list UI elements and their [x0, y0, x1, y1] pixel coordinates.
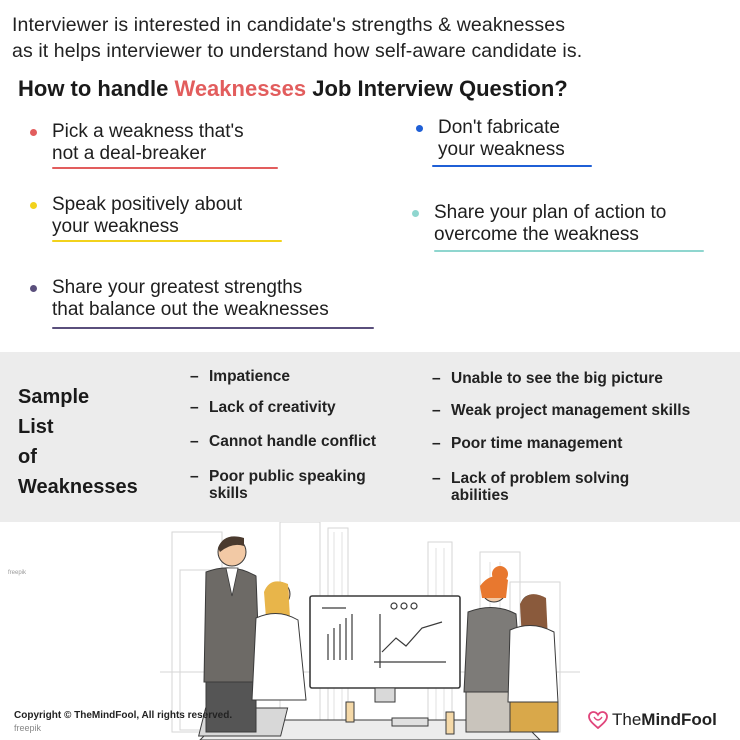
intro-text: Interviewer is interested in candidate's… — [12, 12, 732, 64]
bullet-dot — [412, 210, 419, 217]
weakness-text: Poor public speaking — [209, 468, 366, 485]
title-prefix: How to handle — [18, 76, 175, 101]
weakness-item: – Poor time management — [432, 435, 623, 452]
tip-line-1: Pick a weakness that's — [52, 121, 244, 142]
weakness-text-cont: skills — [209, 485, 248, 502]
sample-title-line: List — [18, 416, 54, 438]
weakness-item: – Poor public speaking skills — [190, 468, 366, 502]
tip-underline — [52, 327, 374, 329]
tip-item: Pick a weakness that's not a deal-breake… — [30, 121, 278, 169]
weakness-item: – Lack of problem solving abilities — [432, 470, 630, 504]
sample-title-line: of — [18, 446, 37, 468]
tip-underline — [52, 167, 278, 169]
title-accent: Weaknesses — [174, 76, 307, 101]
tip-line-1: Don't fabricate — [438, 117, 560, 138]
dash-marker: – — [432, 435, 441, 452]
dash-marker: – — [432, 402, 441, 419]
bullet-dot — [30, 285, 37, 292]
brand-name-plain: The — [612, 710, 642, 729]
weakness-text: Weak project management skills — [451, 402, 691, 419]
sample-title-line: Sample — [18, 386, 90, 408]
sample-list-title: Sample List of Weaknesses — [18, 382, 138, 502]
weakness-item: – Impatience — [190, 368, 290, 385]
intro-line-1: Interviewer is interested in candidate's… — [12, 14, 566, 36]
weakness-text: Poor time management — [451, 435, 623, 452]
weakness-text-cont: abilities — [451, 487, 509, 504]
weakness-item: – Lack of creativity — [190, 399, 336, 416]
dash-marker: – — [190, 399, 199, 416]
tip-line-2: that balance out the weaknesses — [52, 299, 329, 320]
image-credit: freepik — [14, 723, 42, 733]
tip-item: Share your plan of action to overcome th… — [412, 202, 704, 252]
brand-name-bold: MindFool — [641, 710, 717, 729]
tip-underline — [434, 250, 704, 252]
title-suffix: Job Interview Question? — [306, 76, 568, 101]
tip-line-1: Share your plan of action to — [434, 202, 667, 223]
brand-logo: TheMindFool — [588, 710, 717, 730]
weakness-text: Lack of creativity — [209, 399, 336, 416]
heart-icon — [588, 711, 608, 729]
weakness-text: Unable to see the big picture — [451, 370, 663, 387]
sample-list-band — [0, 352, 740, 522]
weakness-item: – Unable to see the big picture — [432, 370, 663, 387]
copyright-notice: Copyright © TheMindFool, All rights rese… — [14, 710, 233, 721]
dash-marker: – — [432, 370, 441, 387]
dash-marker: – — [190, 468, 199, 485]
page-title: How to handle Weaknesses Job Interview Q… — [18, 76, 568, 102]
tip-line-2: overcome the weakness — [434, 224, 639, 245]
bullet-dot — [416, 125, 423, 132]
tip-item: Share your greatest strengths that balan… — [30, 277, 374, 329]
tip-line-2: your weakness — [438, 139, 565, 160]
weakness-item: – Cannot handle conflict — [190, 433, 377, 450]
tip-line-1: Share your greatest strengths — [52, 277, 303, 298]
weakness-text: Lack of problem solving — [451, 470, 630, 487]
tip-item: Speak positively about your weakness — [30, 194, 282, 242]
sample-title-line: Weaknesses — [18, 476, 138, 498]
tip-line-2: not a deal-breaker — [52, 143, 207, 164]
dash-marker: – — [190, 368, 199, 385]
weakness-text: Cannot handle conflict — [209, 433, 377, 450]
tip-item: Don't fabricate your weakness — [416, 117, 592, 167]
tip-underline — [52, 240, 282, 242]
dash-marker: – — [190, 433, 199, 450]
image-credit-small: freepik — [8, 570, 27, 576]
bullet-dot — [30, 129, 37, 136]
brand-name: TheMindFool — [612, 710, 717, 730]
weakness-text: Impatience — [209, 368, 290, 385]
tip-underline — [432, 165, 592, 167]
tip-line-2: your weakness — [52, 216, 179, 237]
bullet-dot — [30, 202, 37, 209]
meeting-illustration — [160, 522, 580, 740]
tip-line-1: Speak positively about — [52, 194, 243, 215]
dash-marker: – — [432, 470, 441, 487]
weakness-item: – Weak project management skills — [432, 402, 691, 419]
intro-line-2: as it helps interviewer to understand ho… — [12, 40, 583, 62]
